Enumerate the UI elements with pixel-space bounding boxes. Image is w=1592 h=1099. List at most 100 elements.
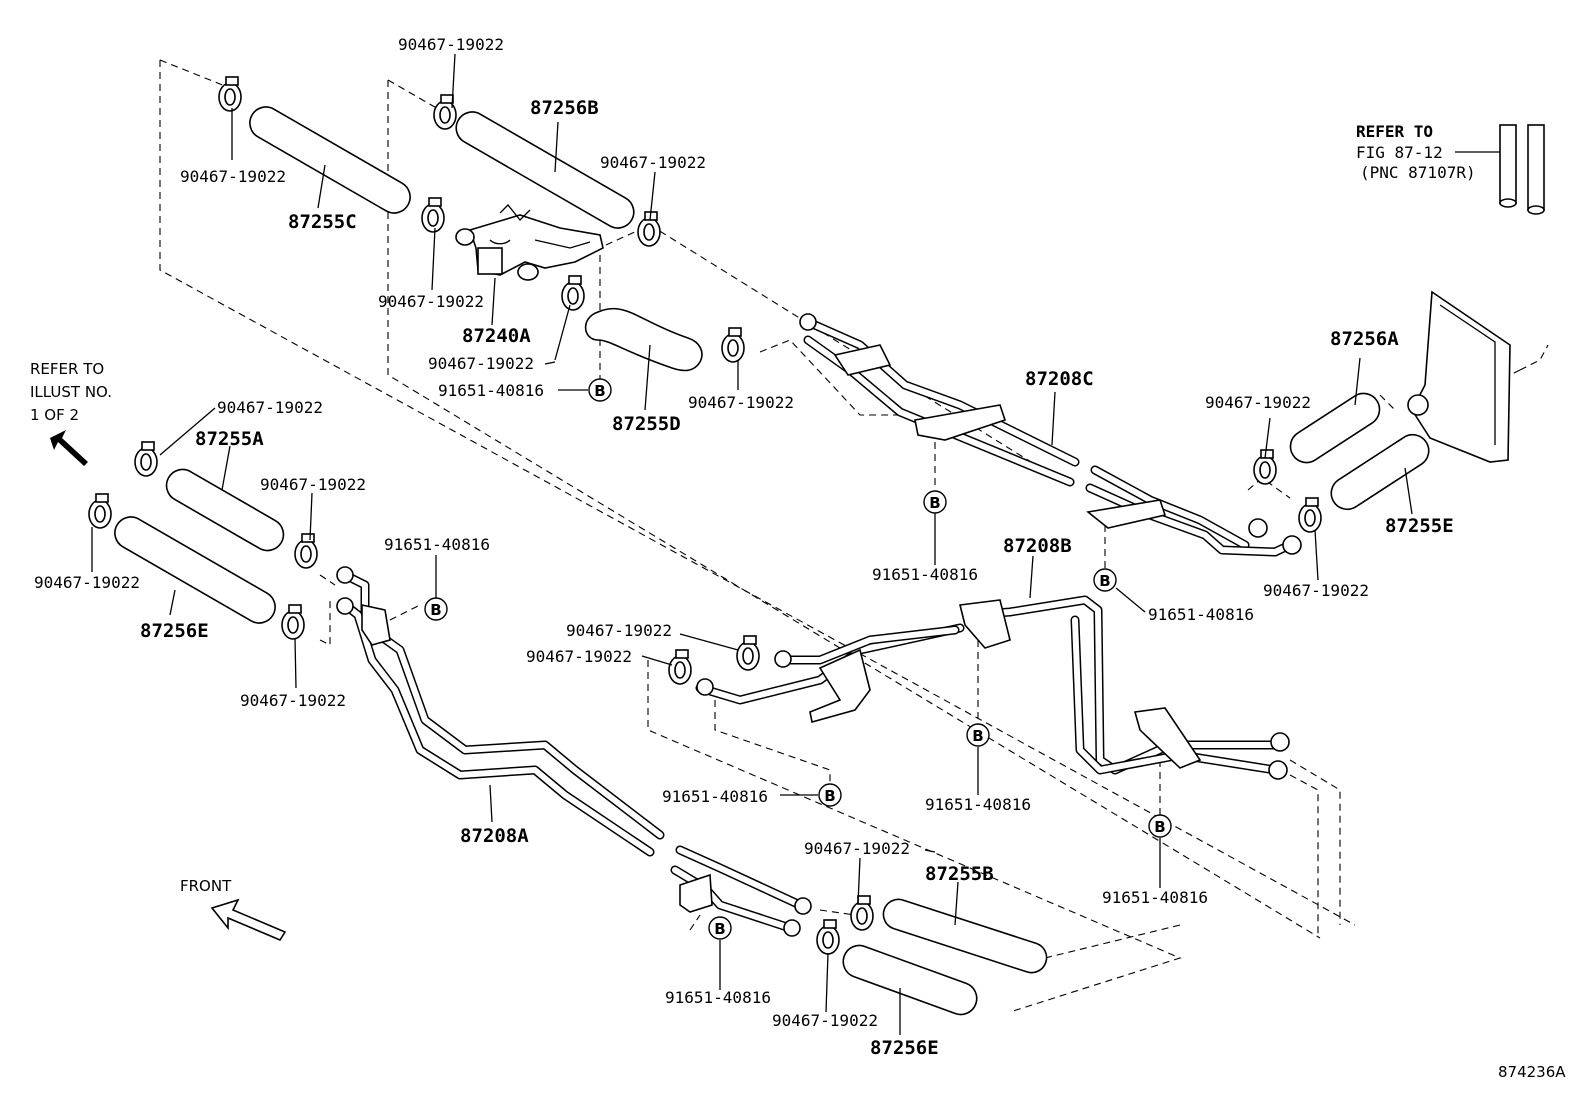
clamp-label: 90467-19022: [772, 1011, 878, 1030]
svg-text:B: B: [714, 920, 725, 938]
label-87208C: 87208C: [1025, 368, 1094, 390]
bolt-marker: B: [708, 916, 732, 940]
bolt-marker: B: [1093, 568, 1117, 592]
refer-illust-line1: REFER TO: [30, 360, 104, 378]
refer-fig-line3: (PNC 87107R): [1360, 163, 1476, 182]
bolt-label: 91651-40816: [438, 381, 544, 400]
heater-unit-outline: [1407, 124, 1545, 463]
svg-text:B: B: [1099, 572, 1110, 590]
notes: REFER TO ILLUST NO. 1 OF 2 REFER TO FIG …: [30, 122, 1566, 1081]
hose-clamp: [134, 441, 158, 477]
bolt-marker: B: [424, 597, 448, 621]
label-87255C: 87255C: [288, 211, 357, 233]
label-87256E-bottom: 87256E: [870, 1037, 939, 1059]
clamp-label: 90467-19022: [180, 167, 286, 186]
bolt-marker: B: [923, 490, 947, 514]
clamp-label: 90467-19022: [378, 292, 484, 311]
refer-illust-line3: 1 OF 2: [30, 406, 79, 424]
bolt-markers: B B B B B B B B: [424, 378, 1172, 940]
clamp-label: 90467-19022: [34, 573, 140, 592]
clamp-label: 90467-19022: [526, 647, 632, 666]
clamp-label: 90467-19022: [804, 839, 910, 858]
clamp-label: 90467-19022: [688, 393, 794, 412]
pipe-87208B: [695, 595, 1290, 780]
hoses: [114, 106, 1430, 1016]
pipe-87208C: [799, 313, 1302, 557]
refer-fig-line1: REFER TO: [1356, 122, 1433, 141]
hose-clamp: [668, 649, 692, 685]
dashed-guide-lines: [159, 59, 1549, 1013]
hose-87255C: [249, 106, 411, 214]
label-87240A: 87240A: [462, 325, 531, 347]
hose-87256B: [455, 111, 635, 229]
svg-text:B: B: [929, 494, 940, 512]
hose-87256E-left: [114, 516, 276, 624]
label-87255A: 87255A: [195, 428, 264, 450]
label-87208A: 87208A: [460, 825, 529, 847]
clamp-label: 90467-19022: [217, 398, 323, 417]
bolt-label: 91651-40816: [665, 988, 771, 1007]
water-valve-87240A: [455, 204, 604, 281]
refer-arrow-icon: [50, 430, 88, 466]
hose-87255A: [165, 468, 285, 552]
hose-clamp: [736, 635, 760, 671]
label-87255B: 87255B: [925, 863, 994, 885]
label-87256A: 87256A: [1330, 328, 1399, 350]
clamp-label: 90467-19022: [240, 691, 346, 710]
bolt-marker: B: [818, 783, 842, 807]
hose-clamp: [88, 493, 112, 529]
hose-87255E: [1330, 433, 1430, 511]
bolt-marker: B: [1148, 814, 1172, 838]
bolt-label: 91651-40816: [662, 787, 768, 806]
hose-87256E-bottom: [842, 944, 978, 1016]
hose-clamp: [294, 533, 318, 569]
svg-text:B: B: [824, 787, 835, 805]
hose-clamp: [281, 604, 305, 640]
svg-text:B: B: [430, 601, 441, 619]
figure-code: 874236A: [1498, 1063, 1566, 1081]
bolt-label: 91651-40816: [872, 565, 978, 584]
hose-clamp: [421, 197, 445, 233]
clamp-label: 90467-19022: [1205, 393, 1311, 412]
leader-lines: [91, 53, 1500, 1035]
label-87255E: 87255E: [1385, 515, 1454, 537]
hose-clamp: [218, 76, 242, 112]
bolt-labels: 91651-40816 91651-40816 91651-40816 9165…: [384, 381, 1254, 1007]
bolt-label: 91651-40816: [925, 795, 1031, 814]
svg-text:B: B: [594, 382, 605, 400]
bolt-marker: B: [588, 378, 612, 402]
part-number-labels: 87256B 87255C 87240A 87255D 87208C 87256…: [140, 97, 1454, 1059]
hose-clamps: [88, 76, 1322, 955]
label-87256B: 87256B: [530, 97, 599, 119]
hose-clamp: [850, 895, 874, 931]
front-label: FRONT: [180, 877, 232, 895]
refer-fig-line2: FIG 87-12: [1356, 143, 1443, 162]
hose-clamp: [1253, 449, 1277, 485]
hose-87256A: [1289, 392, 1381, 464]
clamp-label: 90467-19022: [1263, 581, 1369, 600]
bolt-label: 91651-40816: [384, 535, 490, 554]
hose-clamp: [721, 327, 745, 363]
hose-87255D: [584, 307, 703, 372]
clamp-labels: 90467-19022 90467-19022 90467-19022 9046…: [34, 35, 1369, 1030]
hose-clamp: [816, 919, 840, 955]
hose-clamp: [561, 275, 585, 311]
hose-clamp: [1298, 497, 1322, 533]
bolt-marker: B: [966, 723, 990, 747]
front-arrow-icon: [210, 898, 287, 942]
bolt-label: 91651-40816: [1102, 888, 1208, 907]
hose-87255B: [882, 898, 1048, 974]
svg-text:B: B: [972, 727, 983, 745]
label-87256E-left: 87256E: [140, 620, 209, 642]
hose-clamp: [637, 211, 661, 247]
bolt-label: 91651-40816: [1148, 605, 1254, 624]
clamp-label: 90467-19022: [260, 475, 366, 494]
label-87208B: 87208B: [1003, 535, 1072, 557]
label-87255D: 87255D: [612, 413, 681, 435]
refer-illust-line2: ILLUST NO.: [30, 383, 112, 401]
clamp-label: 90467-19022: [398, 35, 504, 54]
clamp-label: 90467-19022: [428, 354, 534, 373]
pipe-87208A: [336, 566, 812, 937]
svg-text:B: B: [1154, 818, 1165, 836]
